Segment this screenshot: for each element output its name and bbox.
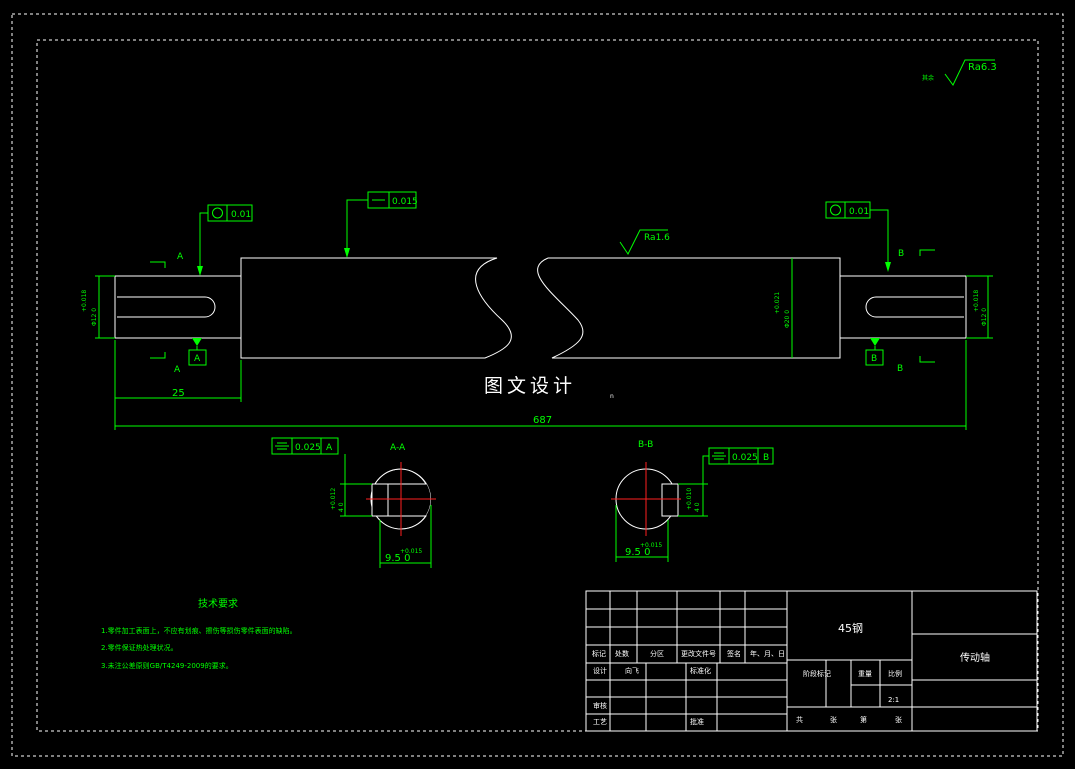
tol-circularity-left: 0.01: [197, 204, 253, 276]
material: 45钢: [838, 622, 863, 635]
svg-text:+0.012: +0.012: [330, 488, 337, 510]
roughness-prefix: 其余: [922, 74, 934, 82]
svg-text:+0.015: +0.015: [640, 542, 662, 549]
section-mark-b: B B: [897, 249, 935, 374]
svg-text:比例: 比例: [888, 669, 902, 678]
svg-text:9.5 0: 9.5 0: [625, 547, 650, 558]
svg-text:分区: 分区: [650, 649, 664, 658]
svg-text:B: B: [898, 249, 904, 259]
inner-border: [36, 39, 1039, 732]
roughness-symbol: [944, 59, 995, 86]
technical-requirements: 技术要求 1.零件加工表面上，不应有划痕、擦伤等损伤零件表面的缺陷。 2.零件保…: [101, 597, 297, 670]
svg-text:0.025: 0.025: [732, 453, 758, 463]
length-25-text: 25: [172, 388, 185, 399]
svg-text:共: 共: [796, 715, 803, 724]
outer-border: [11, 13, 1064, 757]
svg-text:审核: 审核: [593, 701, 607, 710]
svg-text:阶段标记: 阶段标记: [803, 669, 831, 678]
tol-circularity-right: 0.01: [825, 201, 891, 272]
datum-a: A: [188, 338, 207, 366]
roughness-global-value: Ra6.3: [968, 62, 997, 73]
svg-text:0.025: 0.025: [295, 443, 321, 453]
requirements-title: 技术要求: [198, 597, 238, 610]
svg-text:4 0: 4 0: [694, 502, 701, 512]
svg-text:标记: 标记: [592, 649, 606, 658]
svg-text:+0.015: +0.015: [400, 548, 422, 555]
body-diameter-text: Φ20 0: [784, 310, 791, 328]
watermark-text: 图文设计: [484, 375, 576, 397]
surface-roughness: Ra1.6: [619, 229, 670, 255]
length-687-text: 687: [533, 415, 552, 426]
svg-text:A: A: [174, 365, 181, 375]
requirement-3: 3.未注公差原则GB/T4249-2009的要求。: [101, 661, 233, 670]
svg-text:+0.010: +0.010: [686, 488, 693, 510]
watermark-suffix: n: [610, 393, 614, 400]
svg-text:张: 张: [830, 715, 837, 724]
left-journal: [114, 275, 242, 339]
svg-text:B: B: [763, 453, 769, 463]
length-687-dim: 687: [114, 340, 967, 430]
left-diameter-dim: Φ12 0 +0.018: [81, 275, 115, 339]
title-block: 45钢 传动轴 标记 处数 分区 更改文件号 签名 年、月、日 设计 向飞 标准…: [585, 590, 1038, 732]
right-keyway: [865, 296, 964, 318]
svg-text:批准: 批准: [690, 717, 704, 726]
section-mark-a: A A: [150, 252, 184, 375]
right-diameter-tol: +0.018: [973, 290, 980, 312]
svg-text:更改文件号: 更改文件号: [681, 649, 716, 658]
section-aa-title: A-A: [390, 443, 406, 453]
svg-text:签名: 签名: [727, 649, 741, 658]
left-diameter-tol: +0.018: [81, 290, 88, 312]
svg-text:工艺: 工艺: [593, 718, 607, 726]
svg-text:B: B: [897, 364, 903, 374]
svg-text:A: A: [194, 354, 201, 364]
right-journal: [839, 275, 967, 339]
section-bb-title: B-B: [638, 440, 653, 450]
svg-text:9.5 0: 9.5 0: [385, 553, 410, 564]
body-left: [240, 257, 512, 359]
section-b-b: B-B 0.025 B 4 0 +0.010 9.5 0 +0.015: [611, 440, 774, 562]
requirement-1: 1.零件加工表面上，不应有划痕、擦伤等损伤零件表面的缺陷。: [101, 626, 297, 635]
shaft: [114, 257, 967, 359]
svg-text:2:1: 2:1: [888, 696, 899, 704]
svg-text:标准化: 标准化: [690, 666, 711, 675]
svg-text:张: 张: [895, 715, 902, 724]
svg-text:0.01: 0.01: [231, 210, 251, 220]
svg-text:年、月、日: 年、月、日: [750, 649, 785, 658]
body-right: [537, 257, 841, 359]
svg-text:B: B: [871, 354, 877, 364]
svg-text:0.015: 0.015: [392, 197, 418, 207]
svg-text:A: A: [177, 252, 184, 262]
surface-roughness-value: Ra1.6: [644, 233, 670, 243]
right-diameter-text: Φ12 0: [981, 308, 988, 326]
left-keyway: [117, 296, 216, 318]
left-diameter-text: Φ12 0: [91, 308, 98, 326]
section-a-a: A-A 0.025 A 4 0 +0.012 9.5 0 +0.015: [271, 437, 436, 568]
requirement-2: 2.零件保证热处理状况。: [101, 643, 178, 652]
svg-text:向飞: 向飞: [625, 666, 639, 675]
body-diameter-dim: Φ20 0 +0.021: [774, 258, 793, 358]
part-name: 传动轴: [960, 651, 990, 664]
svg-text:设计: 设计: [593, 666, 607, 675]
svg-text:第: 第: [860, 715, 867, 724]
body-diameter-tol: +0.021: [774, 292, 781, 314]
global-roughness: 其余 Ra6.3: [922, 59, 997, 86]
tol-straightness: 0.015: [344, 191, 418, 258]
svg-text:A: A: [326, 443, 333, 453]
svg-text:0.01: 0.01: [849, 207, 869, 217]
right-diameter-dim: Φ12 0 +0.018: [966, 275, 993, 339]
length-25-dim: 25: [114, 340, 242, 402]
svg-text:处数: 处数: [615, 649, 629, 658]
datum-b: B: [865, 338, 884, 366]
svg-text:重量: 重量: [858, 670, 872, 678]
watermark: 图文设计 n: [470, 369, 614, 400]
svg-text:4 0: 4 0: [338, 502, 345, 512]
